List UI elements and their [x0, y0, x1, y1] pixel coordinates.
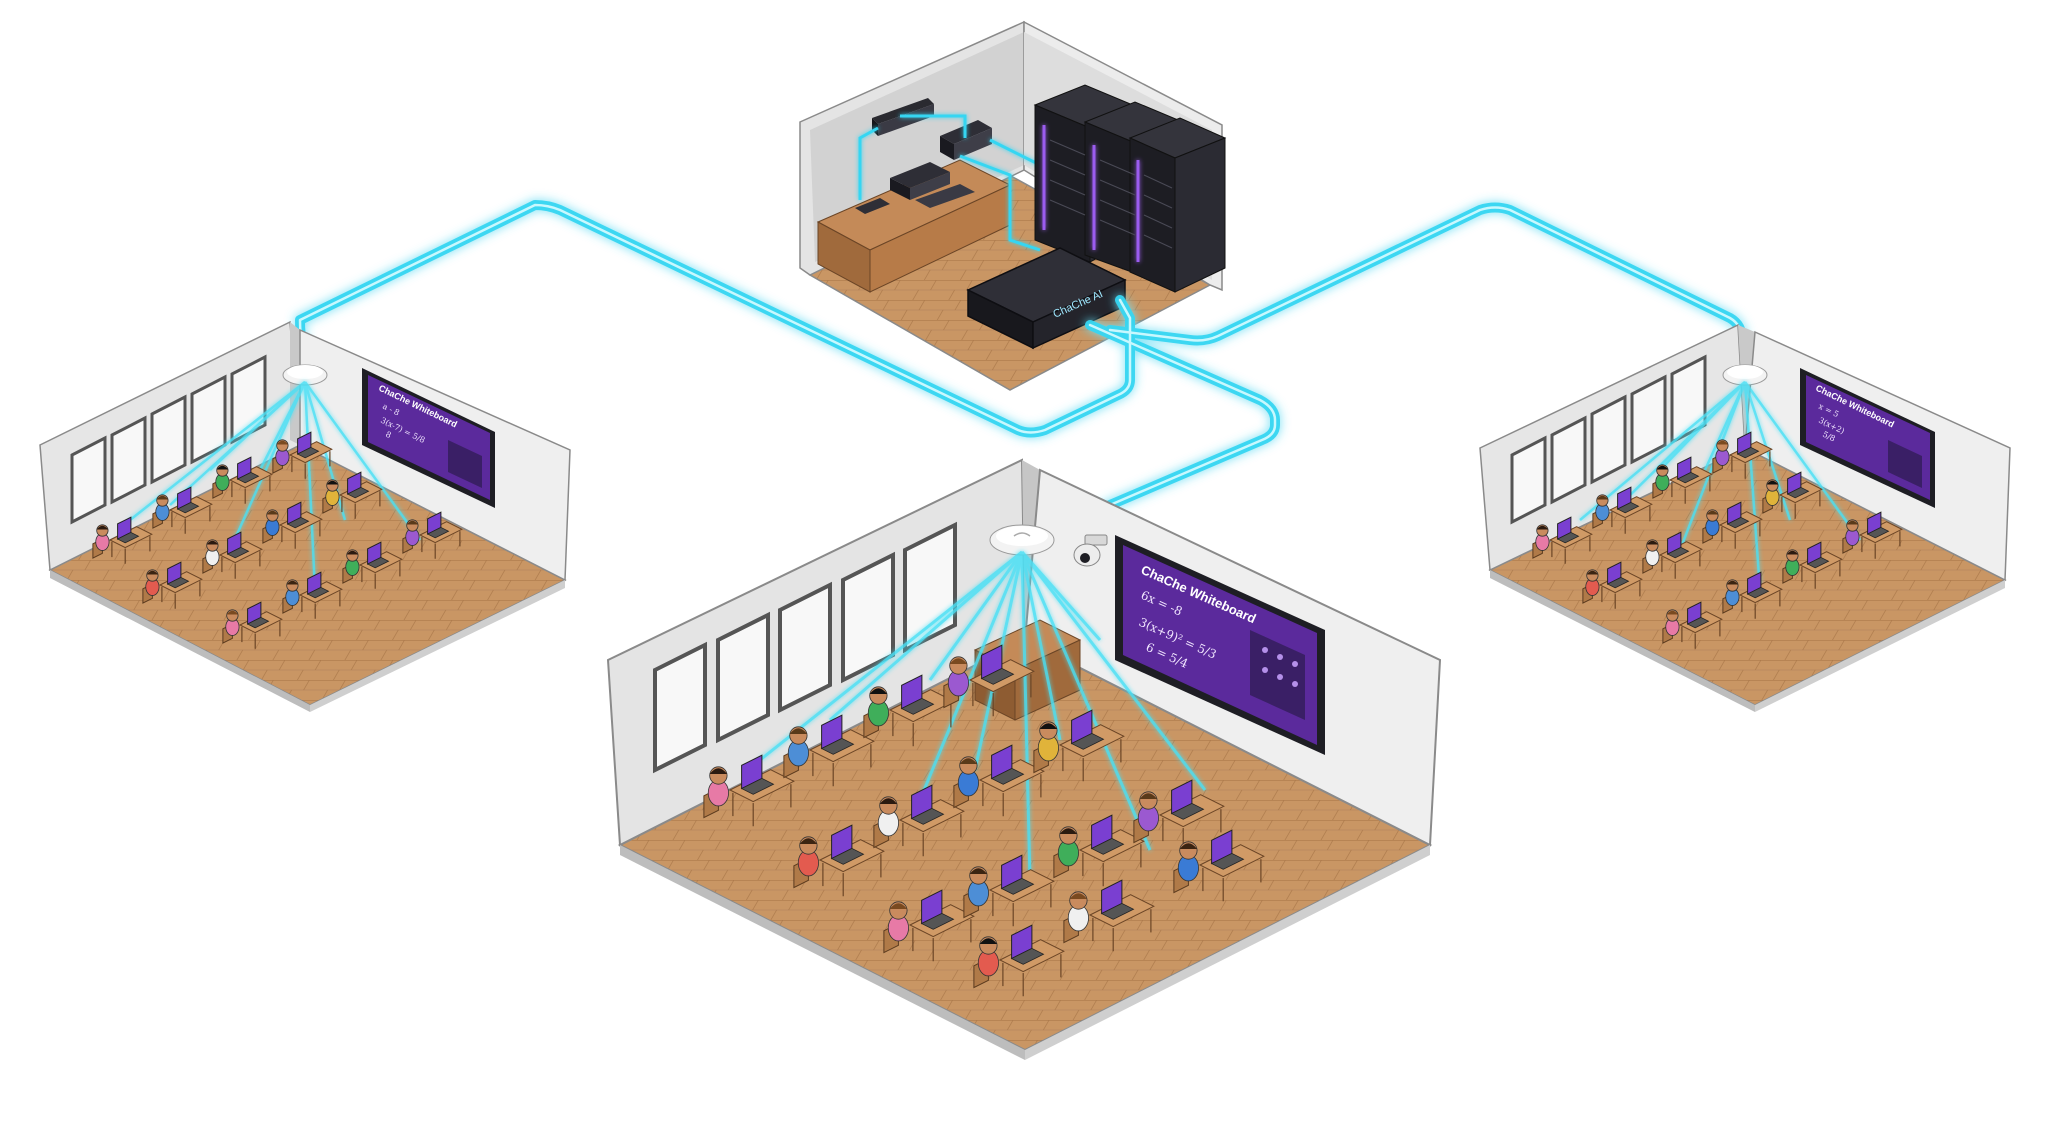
student-desk: [1762, 471, 1823, 519]
student-desk: [1063, 879, 1155, 952]
security-camera-icon: [1073, 534, 1108, 567]
laptop-icon: [1786, 471, 1810, 499]
student-desk: [342, 541, 403, 589]
laptop-icon: [1170, 779, 1205, 820]
laptop-icon: [1100, 879, 1135, 920]
main-desks: [703, 644, 1265, 997]
student-desk: [322, 471, 383, 519]
laptop-icon: [226, 531, 250, 559]
student-desk: [1642, 531, 1703, 579]
laptop-icon: [1726, 501, 1750, 529]
student-desk: [883, 889, 975, 962]
laptop-icon: [1806, 541, 1830, 569]
laptop-icon: [1070, 709, 1105, 750]
wifi-access-point-icon: [1722, 364, 1768, 386]
student-desk: [152, 486, 213, 534]
laptop-icon: [1866, 511, 1890, 539]
main-windows: [653, 521, 957, 774]
student-desk: [1842, 511, 1903, 559]
server-rack-icon: [1033, 84, 1227, 293]
laptop-icon: [116, 516, 140, 544]
student-desk: [1662, 601, 1723, 649]
laptop-icon: [1666, 531, 1690, 559]
student-desk: [202, 531, 263, 579]
student-desk: [142, 561, 203, 609]
student-desk: [1173, 829, 1265, 902]
laptop-icon: [910, 784, 945, 825]
laptop-icon: [920, 889, 955, 930]
laptop-icon: [426, 511, 450, 539]
laptop-icon: [1676, 456, 1700, 484]
laptop-icon: [900, 674, 935, 715]
laptop-icon: [1606, 561, 1630, 589]
student-desk: [1033, 709, 1125, 782]
laptop-icon: [1556, 516, 1580, 544]
student-desk: [402, 511, 463, 559]
laptop-icon: [306, 571, 330, 599]
laptop-icon: [740, 754, 775, 795]
laptop-icon: [176, 486, 200, 514]
laptop-icon: [1210, 829, 1245, 870]
laptop-icon: [1090, 814, 1125, 855]
main-whiteboard: ChaChe Whiteboard 6x = -8 3(x+9)² = 5/3 …: [1115, 535, 1325, 755]
left-windows: [70, 354, 267, 525]
laptop-icon: [286, 501, 310, 529]
main-classroom: ChaChe Whiteboard 6x = -8 3(x+9)² = 5/3 …: [606, 458, 1442, 1060]
student-desk: [1133, 779, 1225, 852]
laptop-icon: [236, 456, 260, 484]
student-desk: [863, 674, 955, 747]
laptop-icon: [830, 824, 865, 865]
student-desk: [943, 644, 1035, 717]
student-desk: [272, 431, 333, 479]
laptop-icon: [1616, 486, 1640, 514]
right-classroom: ChaChe Whiteboard x = 5 3(x+2) 5/8: [1479, 323, 2011, 712]
laptop-icon: [820, 714, 855, 755]
router-icon: ChaChe AI: [966, 247, 1127, 350]
laptop-icon: [246, 601, 270, 629]
wifi-access-point-icon: [282, 364, 328, 386]
laptop-icon: [980, 644, 1015, 685]
student-desk: [953, 744, 1045, 817]
left-desks: [92, 431, 463, 649]
right-whiteboard: ChaChe Whiteboard x = 5 3(x+2) 5/8: [1800, 368, 1935, 508]
left-classroom: ChaChe Whiteboard a - 8 3(x-7) = 5/8 8: [39, 320, 571, 712]
laptop-icon: [990, 744, 1025, 785]
student-desk: [793, 824, 885, 897]
right-desks: [1532, 431, 1903, 649]
laptop-icon: [346, 471, 370, 499]
student-desk: [703, 754, 795, 827]
network-switch: [855, 98, 992, 214]
laptop-icon: [1736, 431, 1760, 459]
laptop-icon: [1010, 924, 1045, 965]
left-whiteboard-line-3: 8: [384, 430, 393, 440]
student-desk: [873, 784, 965, 857]
main-wifi-beams: [759, 550, 1207, 881]
server-room: ChaChe AI: [799, 20, 1227, 391]
student-desk: [212, 456, 273, 504]
student-desk: [1722, 571, 1783, 619]
laptop-icon: [1000, 854, 1035, 895]
laptop-icon: [296, 431, 320, 459]
student-desk: [1053, 814, 1145, 887]
student-desk: [92, 516, 153, 564]
student-desk: [973, 924, 1065, 997]
laptop-icon: [1686, 601, 1710, 629]
laptop-icon: [366, 541, 390, 569]
student-desk: [1712, 431, 1773, 479]
laptop-icon: [166, 561, 190, 589]
student-desk: [1592, 486, 1653, 534]
student-desk: [1652, 456, 1713, 504]
laptop-icon: [1746, 571, 1770, 599]
student-desk: [262, 501, 323, 549]
student-desk: [1532, 516, 1593, 564]
student-desk: [222, 601, 283, 649]
student-desk: [963, 854, 1055, 927]
student-desk: [282, 571, 343, 619]
student-desk: [783, 714, 875, 787]
wifi-access-point-icon: [989, 524, 1055, 556]
student-desk: [1582, 561, 1643, 609]
student-desk: [1702, 501, 1763, 549]
student-desk: [1782, 541, 1843, 589]
